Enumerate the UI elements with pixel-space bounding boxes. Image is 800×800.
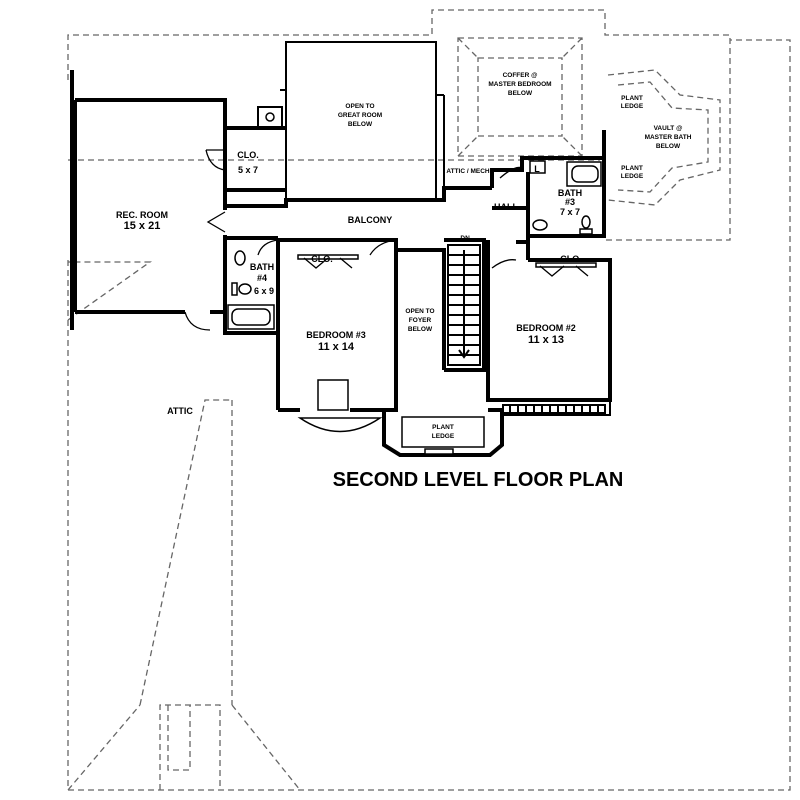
open-foyer-label-2: FOYER (409, 317, 432, 324)
vault-label-1: VAULT @ (654, 125, 683, 132)
roof-outline (67, 9, 791, 791)
open-great-label-2: GREAT ROOM (338, 112, 382, 119)
open-foyer-label-3: BELOW (408, 326, 433, 333)
stairs (447, 244, 481, 366)
open-foyer-label-1: OPEN TO (405, 308, 434, 315)
plant-ledge-bottom-2: LEDGE (432, 433, 455, 440)
bath4-label-2: #4 (257, 273, 267, 283)
bedroom2-label-1: BEDROOM #2 (516, 323, 576, 333)
hall-label: HALL (494, 202, 518, 212)
attic-mech-label: ATTIC / MECH (446, 168, 490, 175)
bedroom3-label-2: 11 x 14 (318, 341, 355, 353)
railing (502, 404, 606, 414)
coffer-label-3: BELOW (508, 90, 533, 97)
rec-room-label-2: 15 x 21 (124, 220, 161, 232)
open-great-room (257, 41, 445, 200)
bath3-label-2: #3 (565, 197, 575, 207)
clo-bed3-label: CLO. (311, 254, 333, 264)
doors (184, 149, 589, 331)
dn-label: DN. (460, 235, 471, 242)
walls (70, 70, 612, 457)
bath4-label-1: BATH (250, 262, 274, 272)
plant-ledge-side-1: PLANT (621, 165, 643, 172)
bedroom2-label-2: 11 x 13 (528, 334, 564, 346)
coffer-ceiling (457, 37, 583, 157)
clo-5x7-label-2: 5 x 7 (238, 165, 258, 175)
bath3-label-3: 7 x 7 (560, 207, 580, 217)
rec-room-label-1: REC. ROOM (116, 210, 168, 220)
bath3-label-1: BATH (558, 188, 582, 198)
vault-label-3: BELOW (656, 143, 681, 150)
vault-ceiling (607, 69, 721, 206)
open-great-label-1: OPEN TO (345, 103, 374, 110)
plant-ledge-top-1: PLANT (621, 95, 643, 102)
plan-title: SECOND LEVEL FLOOR PLAN (333, 469, 624, 491)
coffer-label-1: COFFER @ (503, 72, 538, 79)
plant-ledge-side-2: LEDGE (621, 173, 644, 180)
fixtures (227, 160, 602, 455)
plant-ledge-top-2: LEDGE (621, 103, 644, 110)
l-closet-label: L (534, 164, 540, 174)
bath4-label-3: 6 x 9 (254, 286, 274, 296)
clo-bed2-label: CLO. (560, 254, 582, 264)
bedroom3-label-1: BEDROOM #3 (306, 330, 366, 340)
attic-label: ATTIC (167, 406, 193, 416)
coffer-label-2: MASTER BEDROOM (488, 81, 551, 88)
open-great-label-3: BELOW (348, 121, 373, 128)
clo-5x7-label-1: CLO. (237, 150, 259, 160)
vault-label-2: MASTER BATH (645, 134, 692, 141)
balcony-label: BALCONY (348, 215, 393, 225)
plant-ledge-bottom-1: PLANT (432, 424, 454, 431)
labels: COFFER @ MASTER BEDROOM BELOW OPEN TO GR… (116, 72, 692, 491)
